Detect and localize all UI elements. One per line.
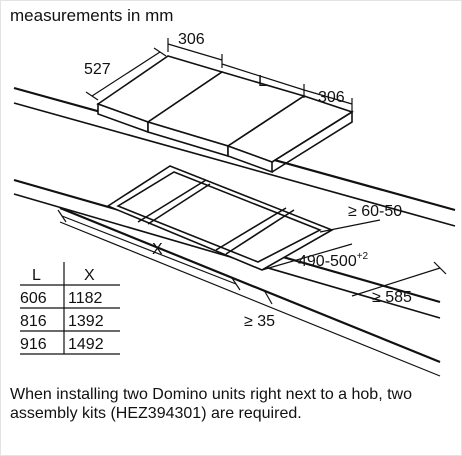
measurements-caption: measurements in mm bbox=[10, 6, 174, 25]
dim-cutout-depth-value: 490-500 bbox=[298, 253, 357, 270]
dim-585-line bbox=[351, 267, 441, 297]
dim-front-clearance-label: ≥ 35 bbox=[244, 313, 275, 330]
dim-width-right-label: 306 bbox=[318, 89, 345, 106]
dim-width-left-label: 306 bbox=[178, 31, 205, 48]
size-table: L X 606 1182 816 1392 916 1492 bbox=[20, 267, 104, 353]
hob-assembly bbox=[96, 55, 354, 174]
table-cell-r3-X: 1492 bbox=[68, 336, 104, 353]
table-header-X: X bbox=[84, 267, 95, 284]
dim-527-line bbox=[91, 51, 161, 97]
dim-L-line bbox=[221, 63, 305, 91]
dim-X-line bbox=[61, 215, 237, 285]
dim-length-label: L bbox=[258, 73, 267, 90]
dim-depth-label: 527 bbox=[84, 61, 111, 78]
dim-490-line bbox=[261, 243, 353, 271]
dim-35-line bbox=[263, 289, 273, 305]
table-cell-r1-X: 1182 bbox=[68, 290, 103, 307]
table-cell-r2-L: 816 bbox=[20, 313, 47, 330]
table-cell-r3-L: 916 bbox=[20, 336, 47, 353]
dim-306-left-line bbox=[167, 43, 223, 61]
table-cell-r1-L: 606 bbox=[20, 290, 47, 307]
dim-edge-distance-label: ≥ 60-50 bbox=[348, 203, 402, 220]
dim-cutout-depth-label: 490-500+2 bbox=[298, 251, 369, 270]
table-header-L: L bbox=[32, 267, 41, 284]
worktop-line-lower-edge bbox=[59, 206, 441, 364]
worktop-line-upper-front bbox=[13, 102, 456, 227]
dim-rear-clearance-label: ≥ 585 bbox=[372, 289, 412, 306]
dim-cutout-depth-footnote: +2 bbox=[357, 251, 369, 262]
installation-note: When installing two Domino units right n… bbox=[10, 386, 412, 422]
dim-306-right-line bbox=[303, 89, 353, 105]
size-table-grid bbox=[20, 262, 120, 355]
dim-60-line bbox=[319, 219, 381, 233]
table-cell-r2-X: 1392 bbox=[68, 313, 104, 330]
dim-cutout-length-label: X bbox=[152, 241, 163, 258]
